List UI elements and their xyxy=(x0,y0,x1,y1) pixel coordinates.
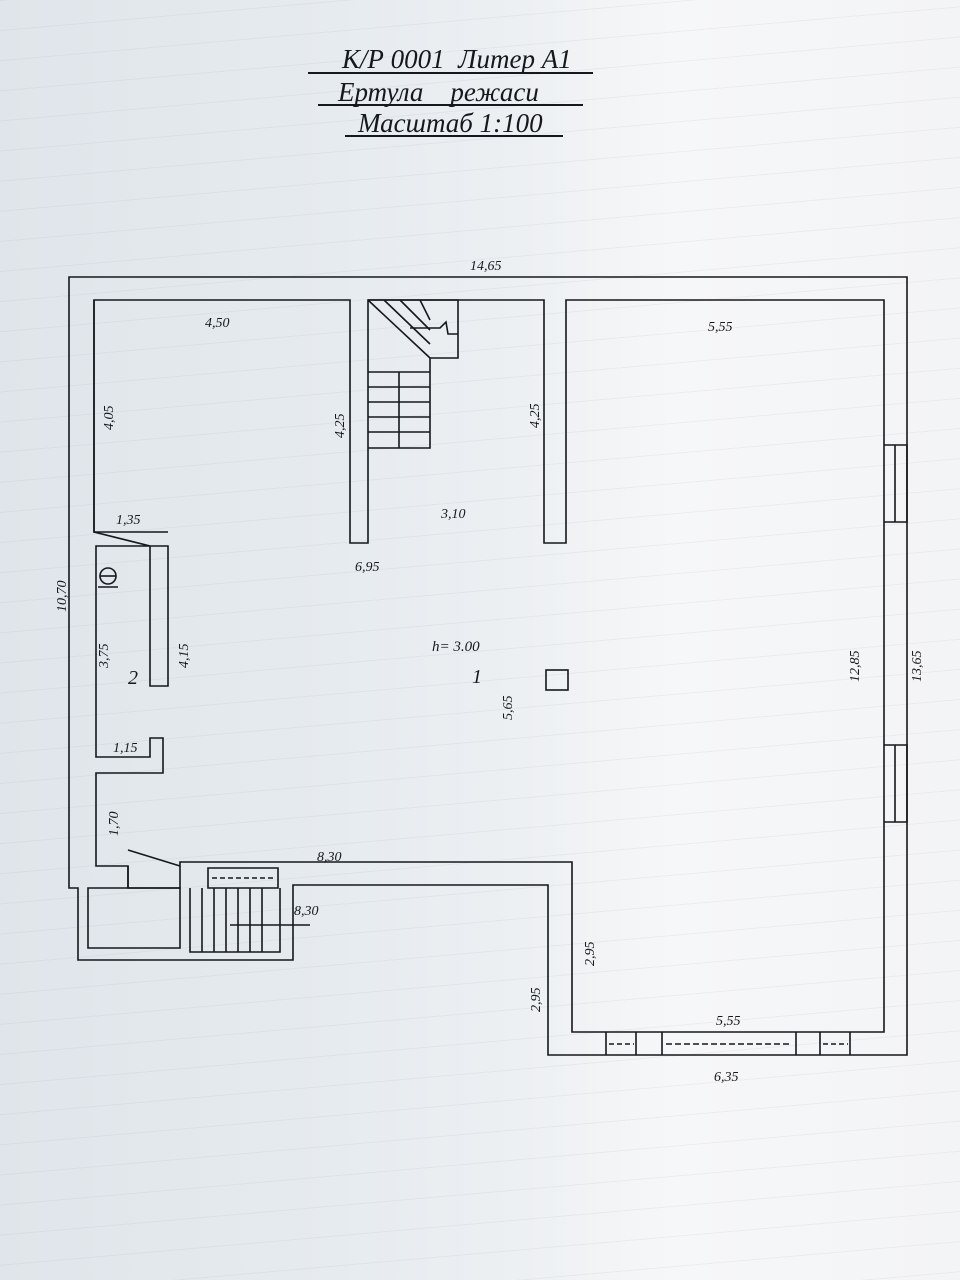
title-plan-text: Ертула режаси xyxy=(338,77,539,107)
column-square xyxy=(545,669,569,691)
entry-stair xyxy=(189,888,281,953)
dim-left-lower: 1,70 xyxy=(107,812,122,837)
bottom-window-right xyxy=(819,1032,851,1055)
title-underline-2 xyxy=(318,104,583,106)
dim-main-center-height: 5,65 xyxy=(501,696,516,721)
dim-overall-left: 10,70 xyxy=(55,581,70,613)
dim-step-outer: 2,95 xyxy=(529,988,544,1013)
dim-partition-width: 6,95 xyxy=(355,560,380,575)
right-window-upper xyxy=(884,444,908,523)
dim-stair-left: 4,25 xyxy=(333,414,348,439)
bottom-window-mid xyxy=(661,1032,797,1055)
title-underline-1 xyxy=(308,72,593,74)
outer-wall-contour xyxy=(68,276,908,1056)
ceiling-height-label: h= 3.00 xyxy=(432,639,480,655)
room-2-number: 2 xyxy=(128,667,138,689)
dim-left-niche-top: 1,35 xyxy=(116,513,141,528)
dim-step-inner: 2,95 xyxy=(583,942,598,967)
dim-left-wall-upper: 4,05 xyxy=(102,406,117,431)
title-scale-text: Масштаб 1:100 xyxy=(358,108,543,138)
right-window-lower xyxy=(884,744,908,823)
title-code-text: К/Р 0001 Литер А1 xyxy=(342,44,572,74)
inner-wall-contour xyxy=(93,299,885,1033)
bottom-window-left xyxy=(605,1032,637,1055)
title-underline-3 xyxy=(345,135,563,137)
dim-bottom-outer: 6,35 xyxy=(714,1070,739,1085)
dim-bottom-inner: 5,55 xyxy=(716,1014,741,1029)
dim-inner-right: 12,85 xyxy=(848,651,863,683)
left-niche-top xyxy=(93,300,168,533)
dim-room-top-left: 4,50 xyxy=(205,316,230,331)
dim-left-niche-bottom: 1,15 xyxy=(113,741,138,756)
dim-top-width: 14,65 xyxy=(470,259,502,274)
dim-overall-right: 13,65 xyxy=(910,651,925,683)
dim-stair-right: 4,25 xyxy=(528,404,543,429)
interior-stair xyxy=(367,299,459,449)
dim-room-top-right: 5,55 xyxy=(708,320,733,335)
dim-stair-width: 3,10 xyxy=(440,507,466,522)
dim-bottom-mid: 8,30 xyxy=(317,850,342,865)
room-1-number: 1 xyxy=(472,666,482,688)
entry-door-swing xyxy=(127,849,181,888)
dim-room2-right: 4,15 xyxy=(177,644,192,669)
interior-stair-arrow xyxy=(410,320,458,335)
entry-enclosure xyxy=(87,887,181,949)
dim-bottom-entry: 8,30 xyxy=(294,904,319,919)
dim-room2-height: 3,75 xyxy=(97,644,112,670)
entry-door-frame xyxy=(207,867,279,889)
